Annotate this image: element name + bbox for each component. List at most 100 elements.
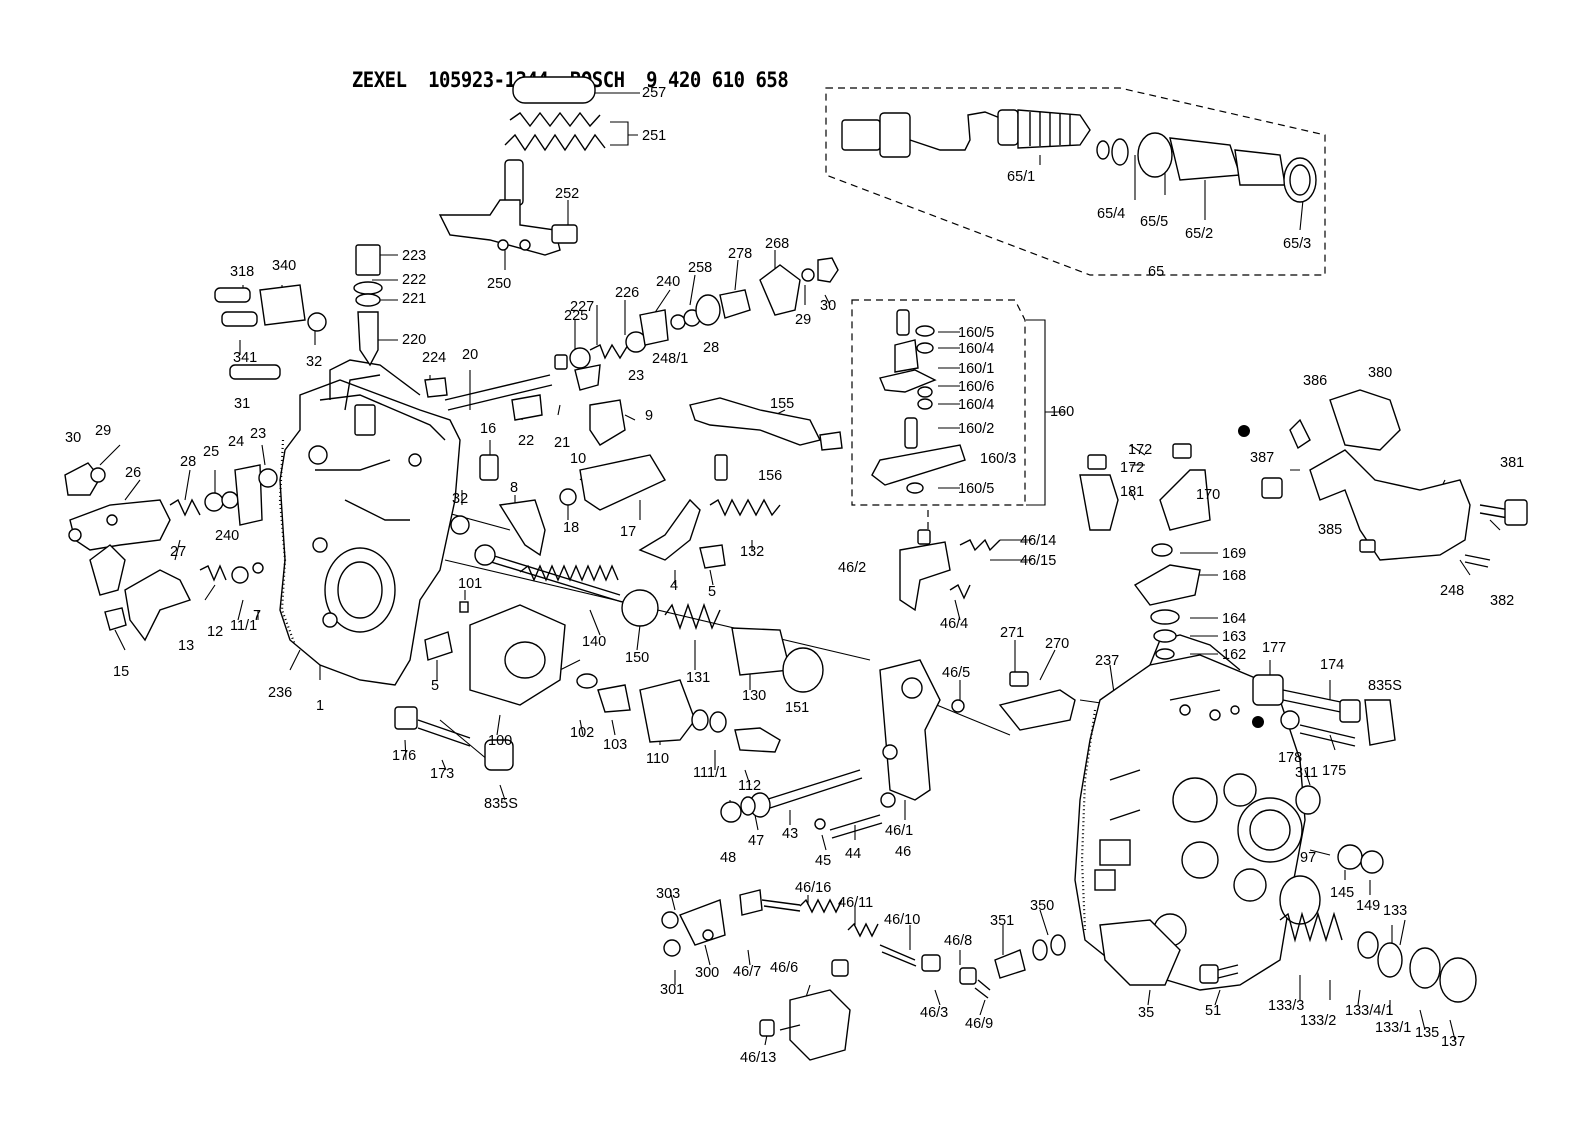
callout: 225 — [564, 308, 588, 324]
callout: 131 — [686, 670, 710, 686]
callout: 21 — [554, 435, 570, 451]
callout: 227 — [570, 299, 594, 315]
callout: 387 — [1250, 450, 1274, 466]
callout: 270 — [1045, 636, 1069, 652]
callout: 44 — [845, 846, 861, 862]
callout: 97 — [1300, 850, 1316, 866]
callout: 278 — [728, 246, 752, 262]
callout: 160/5 — [958, 325, 994, 341]
callout: 28 — [180, 454, 196, 470]
callout: 7 — [253, 608, 261, 624]
callout: 318 — [230, 264, 254, 280]
callout: 65/1 — [1007, 169, 1035, 185]
callout: 226 — [615, 285, 639, 301]
callout: 268 — [765, 236, 789, 252]
callout: 341 — [233, 350, 257, 366]
cutoff-linkage-parts — [720, 309, 1001, 839]
callout: 25 — [203, 444, 219, 460]
callout: 46/13 — [740, 1050, 776, 1066]
callout: 65/4 — [1097, 206, 1125, 222]
callout: 140 — [582, 634, 606, 650]
callout: 35 — [1138, 1005, 1154, 1021]
callout: 155 — [770, 396, 794, 412]
callout: 145 — [1330, 885, 1354, 901]
callout: 250 — [487, 276, 511, 292]
callout: 386 — [1303, 373, 1327, 389]
callout: 18 — [563, 520, 579, 536]
callout: 43 — [782, 826, 798, 842]
left-lever-group — [64, 462, 278, 642]
callout: 163 — [1222, 629, 1246, 645]
callout: 100 — [488, 733, 512, 749]
callout: 133/4/1 — [1345, 1003, 1393, 1019]
callout: 133/1 — [1375, 1020, 1411, 1036]
pump-housing-right — [1074, 634, 1306, 991]
callout: 65/3 — [1283, 236, 1311, 252]
fuel-cutoff-group-outline — [851, 299, 1026, 506]
callout: 46/14 — [1020, 533, 1056, 549]
callout: 160/5 — [958, 481, 994, 497]
callout: 28 — [703, 340, 719, 356]
callout: 172 — [1120, 460, 1144, 476]
callout: 46/3 — [920, 1005, 948, 1021]
callout: 8 — [510, 480, 518, 496]
right-brackets — [998, 389, 1528, 925]
callout: 133/3 — [1268, 998, 1304, 1014]
callout: 160/4 — [958, 341, 994, 357]
callout: 48 — [720, 850, 736, 866]
callout: 160/3 — [980, 451, 1016, 467]
callout: 13 — [178, 638, 194, 654]
callout: 172 — [1128, 442, 1152, 458]
callout: 271 — [1000, 625, 1024, 641]
callout: 17 — [620, 524, 636, 540]
callout: 46/8 — [944, 933, 972, 949]
callout: 46/10 — [884, 912, 920, 928]
callout: 46/9 — [965, 1016, 993, 1032]
callout: 32 — [452, 491, 468, 507]
callout: 130 — [742, 688, 766, 704]
callout: 177 — [1262, 640, 1286, 656]
callout: 111/1 — [693, 765, 727, 781]
callout: 65/2 — [1185, 226, 1213, 242]
callout: 12 — [207, 624, 223, 640]
callout: 303 — [656, 886, 680, 902]
callout: 112 — [738, 778, 761, 794]
callout: 20 — [462, 347, 478, 363]
callout: 51 — [1205, 1003, 1221, 1019]
callout: 176 — [392, 748, 416, 764]
callout: 380 — [1368, 365, 1392, 381]
callout: 160/2 — [958, 421, 994, 437]
callout: 46/16 — [795, 880, 831, 896]
callout: 149 — [1356, 898, 1380, 914]
bosch-part-number: 9 420 610 658 — [646, 68, 789, 92]
callout-labels: 257 251 252 250 223 222 221 220 318 340 … — [65, 85, 1524, 1066]
callout: 240 — [656, 274, 680, 290]
sensor-group-outline — [825, 87, 1326, 276]
callout: 46/11 — [838, 895, 873, 911]
callout: 22 — [518, 433, 534, 449]
callout: 5 — [708, 584, 716, 600]
callout: 4 — [670, 578, 678, 594]
callout: 45 — [815, 853, 831, 869]
callout: 160/1 — [958, 361, 994, 377]
callout: 221 — [402, 291, 426, 307]
callout: 160/4 — [958, 397, 994, 413]
callout: 178 — [1278, 750, 1302, 766]
callout: 132 — [740, 544, 764, 560]
callout: 5 — [431, 678, 439, 694]
callout: 385 — [1318, 522, 1342, 538]
callout: 46/2 — [838, 560, 866, 576]
callout: 30 — [65, 430, 81, 446]
callout: 46/1 — [885, 823, 913, 839]
callout: 31 — [234, 396, 250, 412]
callout: 222 — [402, 272, 426, 288]
callout: 351 — [990, 913, 1014, 929]
callout: 16 — [480, 421, 496, 437]
callout: 381 — [1500, 455, 1524, 471]
callout: 223 — [402, 248, 426, 264]
callout: 311 — [1295, 765, 1318, 781]
callout: 9 — [645, 408, 653, 424]
callout: 47 — [748, 833, 764, 849]
callout: 156 — [758, 468, 782, 484]
